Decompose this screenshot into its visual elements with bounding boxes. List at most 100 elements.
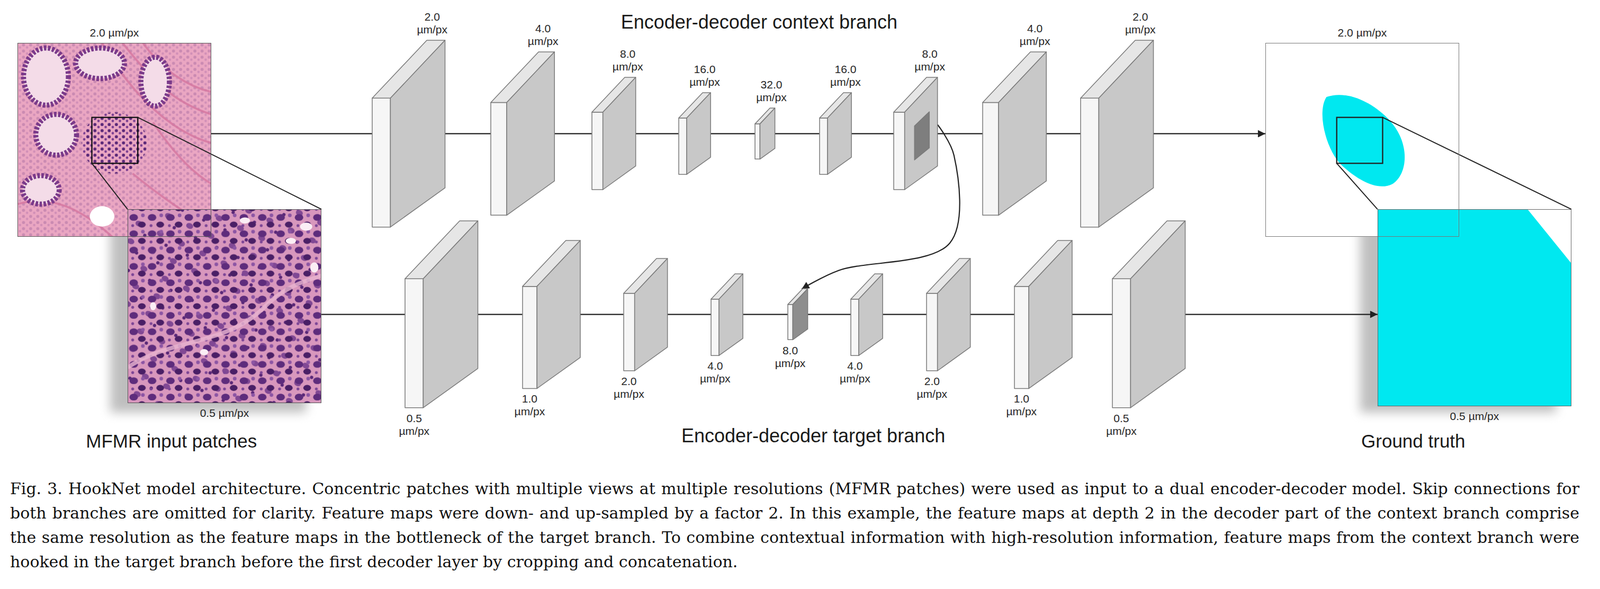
figure-caption: Fig. 3. HookNet model architecture. Conc…: [10, 476, 1580, 574]
resolution-label: 16.0 µm/px: [827, 63, 864, 89]
resolution-label: 8.0 µm/px: [912, 47, 948, 74]
resolution-label: 4.0 µm/px: [837, 359, 873, 385]
side-face: [998, 51, 1047, 215]
front-face: [490, 102, 507, 216]
front-face: [982, 102, 999, 216]
zoom-line: [1382, 117, 1572, 210]
feature-map: 16.0 µm/px: [678, 92, 711, 175]
connector: [1184, 313, 1378, 315]
tissue-hole: [300, 222, 313, 231]
feature-map: 4.0 µm/px: [982, 51, 1047, 215]
front-face: [1112, 279, 1131, 408]
front-face: [1080, 97, 1099, 227]
tissue-hole: [200, 348, 209, 356]
feature-map-shape: [1112, 220, 1186, 408]
image-patch: 2.0 µm/px: [17, 42, 212, 237]
mask-region: [1322, 94, 1405, 187]
feature-map-shape: [754, 108, 776, 159]
resolution-label: 2.0 µm/px: [1122, 10, 1158, 37]
image-patch: 0.5 µm/px: [1377, 209, 1572, 407]
side-face: [827, 92, 852, 175]
mask-ground: [1265, 42, 1460, 237]
side-face: [1130, 220, 1185, 408]
branch-title: Encoder-decoder target branch: [681, 424, 946, 447]
connector: [445, 132, 491, 134]
feature-map-shape: [819, 92, 852, 175]
feature-map-shape: [678, 92, 711, 175]
resolution-label: 16.0 µm/px: [686, 63, 723, 89]
gland: [75, 48, 125, 79]
side-face: [536, 240, 581, 389]
resolution-label: 0.5 µm/px: [1103, 411, 1139, 438]
tissue-hole: [285, 237, 296, 245]
branch-title: Encoder-decoder context branch: [621, 11, 898, 34]
target-patch-image: [127, 209, 322, 403]
feature-map: 32.0 µm/px: [754, 108, 776, 159]
gland: [36, 114, 77, 156]
crop-region: [914, 112, 930, 161]
feature-map-shape: [850, 273, 883, 356]
side-face: [904, 77, 938, 190]
stroma-fiber: [153, 122, 212, 184]
connector: [554, 132, 592, 134]
feature-map-shape: [1014, 240, 1073, 389]
front-face: [787, 304, 793, 340]
feature-map-shape: [1080, 40, 1154, 228]
gland: [22, 175, 59, 204]
connector: [1046, 132, 1081, 134]
front-face: [678, 118, 687, 175]
side-face: [1098, 40, 1154, 228]
side-face: [760, 108, 776, 159]
feature-map-shape: [623, 258, 668, 371]
tissue-hole: [239, 217, 250, 224]
feature-map: 8.0 µm/px: [787, 288, 808, 340]
front-face: [405, 279, 424, 408]
resolution-label: 2.0 µm/px: [610, 374, 647, 401]
image-patch: 2.0 µm/px: [1265, 42, 1460, 237]
connector: [710, 132, 755, 134]
front-face: [926, 292, 938, 371]
connector: [882, 313, 927, 315]
side-face: [506, 51, 555, 215]
connector: [970, 313, 1015, 315]
feature-map: 8.0 µm/px: [893, 77, 938, 190]
resolution-label: 2.0 µm/px: [414, 10, 451, 37]
feature-map: 0.5 µm/px: [405, 220, 479, 408]
resolution-label: 1.0 µm/px: [1003, 392, 1040, 418]
feature-map-shape: [893, 77, 938, 190]
gland: [23, 48, 69, 106]
side-face: [718, 273, 743, 356]
front-face: [850, 298, 859, 355]
panel-label: MFMR input patches: [85, 430, 257, 452]
feature-map: 2.0 µm/px: [623, 258, 668, 371]
connector: [321, 313, 406, 315]
resolution-label: 0.5 µm/px: [1450, 409, 1500, 423]
front-face: [591, 112, 604, 190]
side-face: [1028, 240, 1073, 389]
zoom-square: [1336, 117, 1383, 164]
front-face: [893, 112, 905, 190]
feature-map-shape: [926, 258, 971, 371]
feature-map: 1.0 µm/px: [1014, 240, 1073, 389]
side-face: [686, 92, 711, 175]
connector: [478, 313, 523, 315]
side-face: [634, 258, 668, 371]
feature-map: 8.0 µm/px: [591, 77, 636, 190]
resolution-label: 4.0 µm/px: [525, 22, 561, 48]
front-face: [372, 97, 391, 227]
panel-label: Ground truth: [1361, 430, 1466, 452]
cell-cluster: [81, 112, 147, 174]
resolution-label: 32.0 µm/px: [753, 78, 789, 104]
feature-map-shape: [372, 40, 446, 228]
resolution-label: 8.0 µm/px: [772, 344, 808, 370]
feature-map-shape: [982, 51, 1047, 215]
front-face: [1014, 286, 1029, 389]
connector: [667, 313, 712, 315]
front-face: [522, 286, 537, 389]
feature-map-shape: [405, 220, 479, 408]
feature-map: 4.0 µm/px: [850, 273, 883, 356]
connector: [211, 132, 373, 134]
connector: [807, 313, 851, 316]
